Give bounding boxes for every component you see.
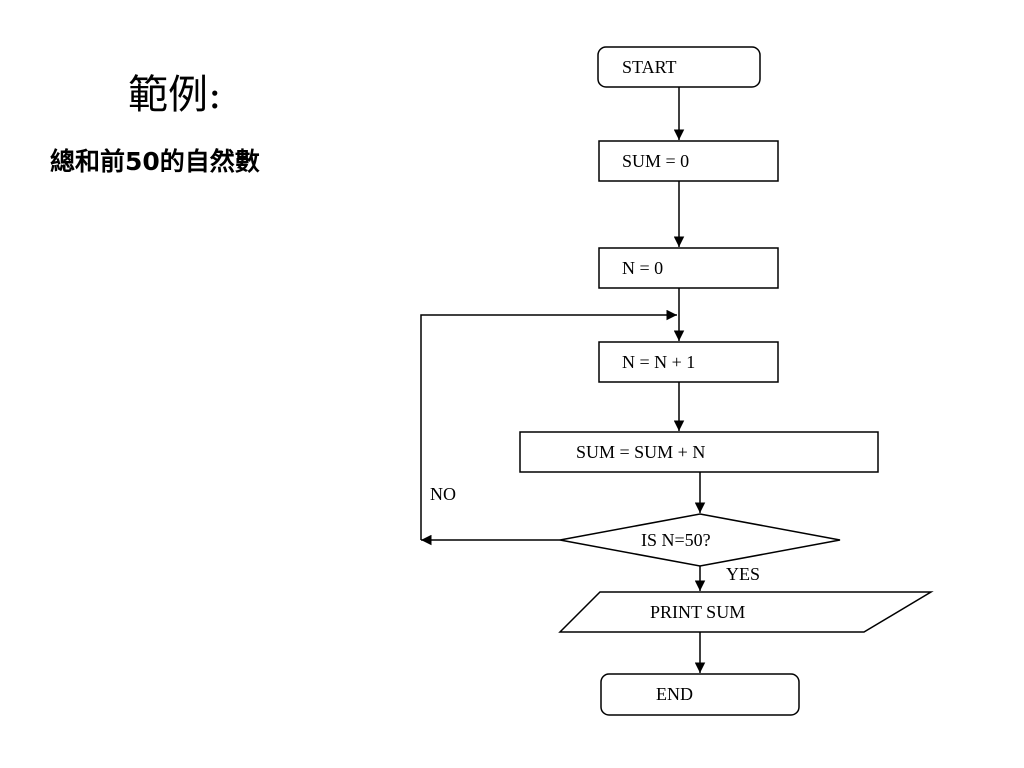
start-label: START bbox=[622, 57, 676, 77]
slide-subtitle: 總和前50的自然數 bbox=[50, 147, 260, 176]
output-label: PRINT SUM bbox=[650, 602, 745, 622]
yes-label: YES bbox=[726, 564, 760, 584]
init-n-label: N = 0 bbox=[622, 258, 663, 278]
init-sum-label: SUM = 0 bbox=[622, 151, 689, 171]
loop-back-line bbox=[420, 309, 677, 540]
start-node: START bbox=[597, 46, 761, 88]
init-n-node: N = 0 bbox=[598, 247, 779, 289]
slide-title: 範例: bbox=[128, 72, 222, 118]
decision-node: IS N=50? bbox=[559, 513, 841, 567]
end-label: END bbox=[656, 684, 693, 704]
accumulate-node: SUM = SUM + N bbox=[519, 431, 879, 473]
init-sum-node: SUM = 0 bbox=[598, 140, 779, 182]
decision-label: IS N=50? bbox=[641, 530, 711, 550]
accumulate-label: SUM = SUM + N bbox=[576, 442, 705, 462]
increment-node: N = N + 1 bbox=[598, 341, 779, 383]
end-node: END bbox=[600, 673, 800, 716]
output-node: PRINT SUM bbox=[558, 591, 934, 633]
increment-label: N = N + 1 bbox=[622, 352, 695, 372]
no-label: NO bbox=[430, 484, 456, 504]
